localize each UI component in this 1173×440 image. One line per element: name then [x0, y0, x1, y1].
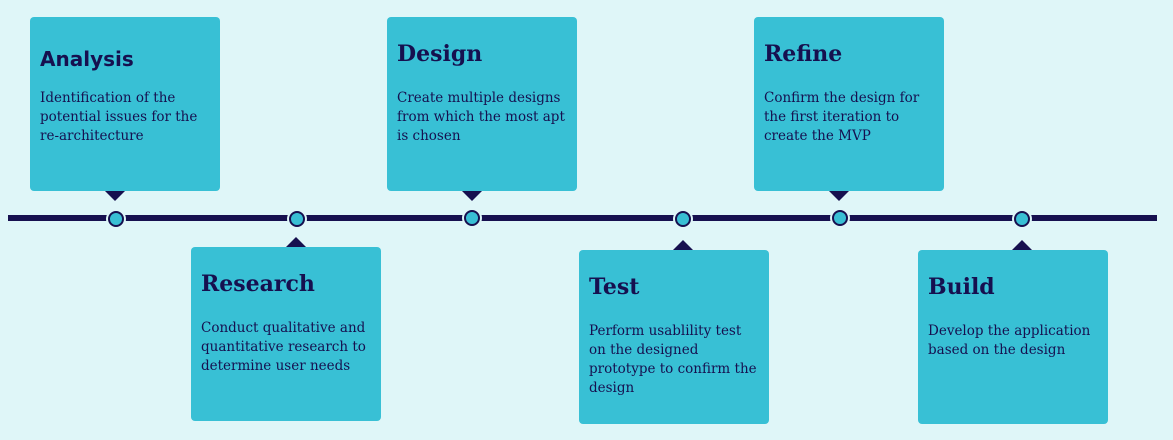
stage-title: Analysis: [40, 47, 134, 71]
stage-description: Develop the application based on the des…: [928, 323, 1091, 358]
pointer-test: [673, 240, 693, 250]
pointer-refine: [829, 191, 849, 201]
stage-description: Create multiple designs from which the m…: [397, 90, 565, 144]
timeline-node-design: [464, 210, 480, 226]
stage-card-analysis: Analysis Identification of the potential…: [30, 17, 220, 191]
pointer-design: [462, 191, 482, 201]
pointer-analysis: [105, 191, 125, 201]
stage-description: Conduct qualitative and quantitative res…: [201, 320, 366, 374]
pointer-research: [286, 237, 306, 247]
stage-title: Design: [397, 41, 483, 67]
timeline-node-test: [675, 211, 691, 227]
timeline-line: [8, 215, 1157, 221]
stage-card-refine: Refine Confirm the design for the first …: [754, 17, 944, 191]
timeline-node-refine: [832, 210, 848, 226]
stage-description: Confirm the design for the first iterati…: [764, 90, 920, 144]
stage-description: Perform usablility test on the designed …: [589, 323, 757, 396]
timeline-node-build: [1014, 211, 1030, 227]
timeline-node-research: [289, 211, 305, 227]
stage-title: Research: [201, 271, 315, 297]
stage-card-research: Research Conduct qualitative and quantit…: [191, 247, 381, 421]
stage-title: Build: [928, 274, 995, 300]
stage-card-test: Test Perform usablility test on the desi…: [579, 250, 769, 424]
stage-title: Test: [589, 274, 640, 300]
stage-description: Identification of the potential issues f…: [40, 90, 198, 144]
pointer-build: [1012, 240, 1032, 250]
stage-card-design: Design Create multiple designs from whic…: [387, 17, 577, 191]
stage-card-build: Build Develop the application based on t…: [918, 250, 1108, 424]
stage-title: Refine: [764, 41, 843, 67]
timeline-node-analysis: [108, 211, 124, 227]
